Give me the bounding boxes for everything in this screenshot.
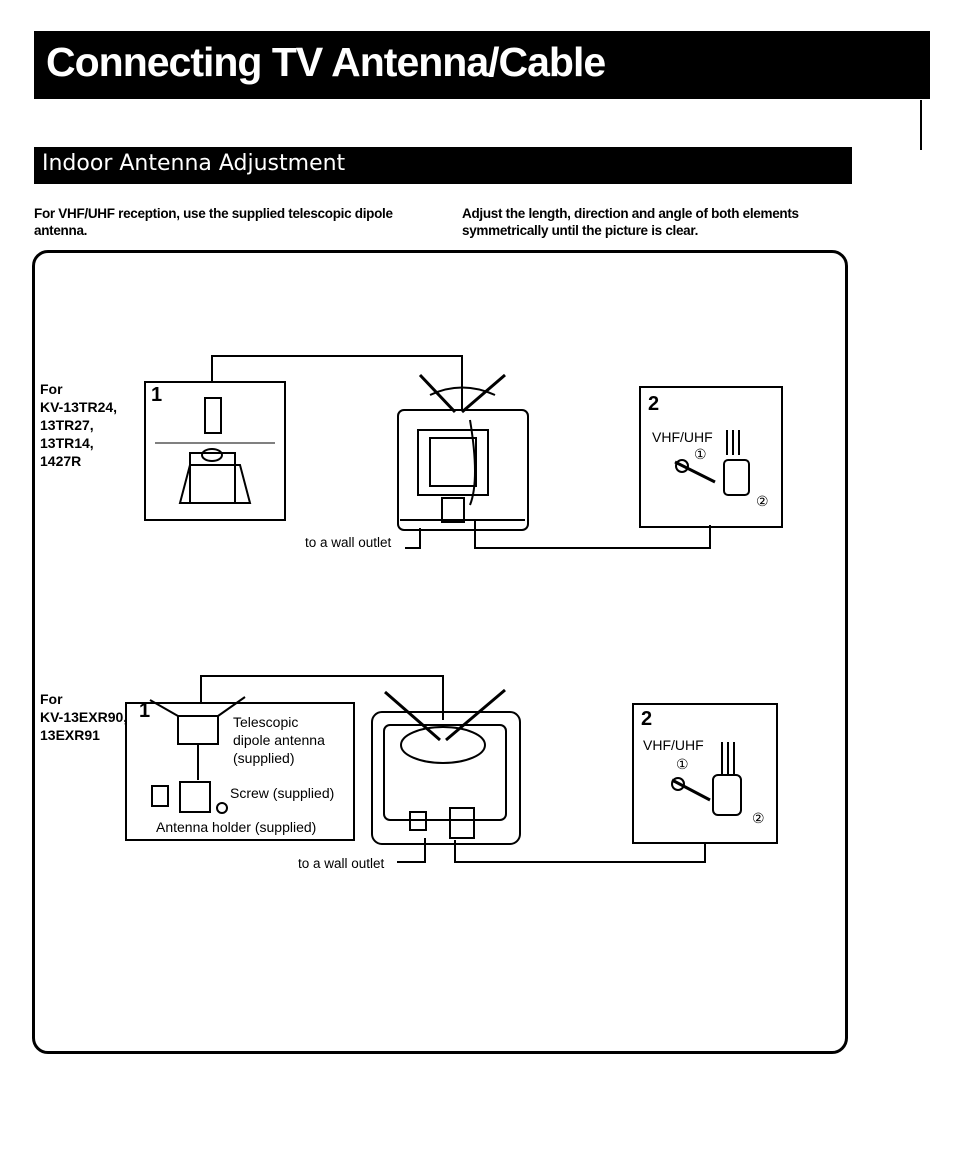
step1-box-2 [125, 702, 355, 841]
step2-number-2: 2 [641, 708, 653, 730]
antenna-label: Telescopic dipole antenna (supplied) [233, 713, 325, 767]
model-line: For [40, 691, 63, 707]
tv-icon-2 [371, 711, 521, 845]
model-list-1: For KV-13TR24, 13TR27, 13TR14, 1427R [40, 380, 117, 470]
intro-left-text: For VHF/UHF reception, use the supplied … [34, 206, 393, 238]
antenna-block-icon [177, 715, 219, 745]
step2-box-1 [639, 386, 783, 528]
step2-number: 2 [648, 393, 660, 415]
antenna-label-line: dipole antenna [233, 732, 325, 748]
wall-outlet-label: to a wall outlet [305, 535, 392, 550]
margin-rule [920, 100, 922, 150]
circled-1: ① [694, 446, 707, 462]
dipole-antenna-icon [418, 373, 506, 414]
connector-line [211, 355, 463, 410]
antenna-holder-icon [179, 781, 211, 813]
circled-2: ② [756, 493, 769, 509]
model-line: KV-13EXR90, [40, 709, 128, 725]
wall-outlet-cable [405, 528, 421, 549]
antenna-rod-icon [204, 397, 222, 434]
plug-icon-2 [712, 774, 742, 816]
step1-number: 1 [151, 384, 163, 406]
model-line: 1427R [40, 453, 82, 469]
wall-outlet-cable-2 [397, 838, 426, 863]
page-title: Connecting TV Antenna/Cable [46, 39, 606, 85]
model-list-2: For KV-13EXR90, 13EXR91 [40, 690, 127, 744]
step2-box-2 [632, 703, 778, 844]
model-line: 13EXR91 [40, 727, 100, 743]
title-bar: Connecting TV Antenna/Cable [34, 31, 930, 99]
model-line: KV-13TR24, [40, 399, 118, 415]
cable-route-2 [454, 840, 706, 863]
diagram-frame [32, 250, 848, 1054]
screw-label: Screw (supplied) [230, 785, 335, 801]
section-title: Indoor Antenna Adjustment [42, 151, 346, 176]
model-line: 13TR14, [40, 435, 94, 451]
plug-icon [723, 459, 750, 496]
connector-line-2 [200, 675, 444, 720]
step1-number-2: 1 [139, 700, 151, 722]
antenna-label-line: Telescopic [233, 714, 299, 730]
circled-1-b: ① [676, 756, 689, 772]
vhf-uhf-label-2: VHF/UHF [643, 737, 704, 753]
model-line: 13TR27, [40, 417, 94, 433]
cable-route [474, 520, 711, 549]
dipole-antenna-icon-2 [384, 688, 506, 742]
intro-right-text: Adjust the length, direction and angle o… [462, 206, 799, 238]
wall-outlet-label-2: to a wall outlet [298, 856, 385, 871]
holder-label: Antenna holder (supplied) [156, 819, 317, 835]
vhf-uhf-label: VHF/UHF [652, 429, 713, 445]
step1-box-1 [144, 381, 286, 521]
antenna-label-line: (supplied) [233, 750, 295, 766]
screw-icon [216, 802, 228, 814]
circled-2-b: ② [752, 810, 765, 826]
section-bar: Indoor Antenna Adjustment [34, 147, 852, 184]
model-line: For [40, 381, 63, 397]
